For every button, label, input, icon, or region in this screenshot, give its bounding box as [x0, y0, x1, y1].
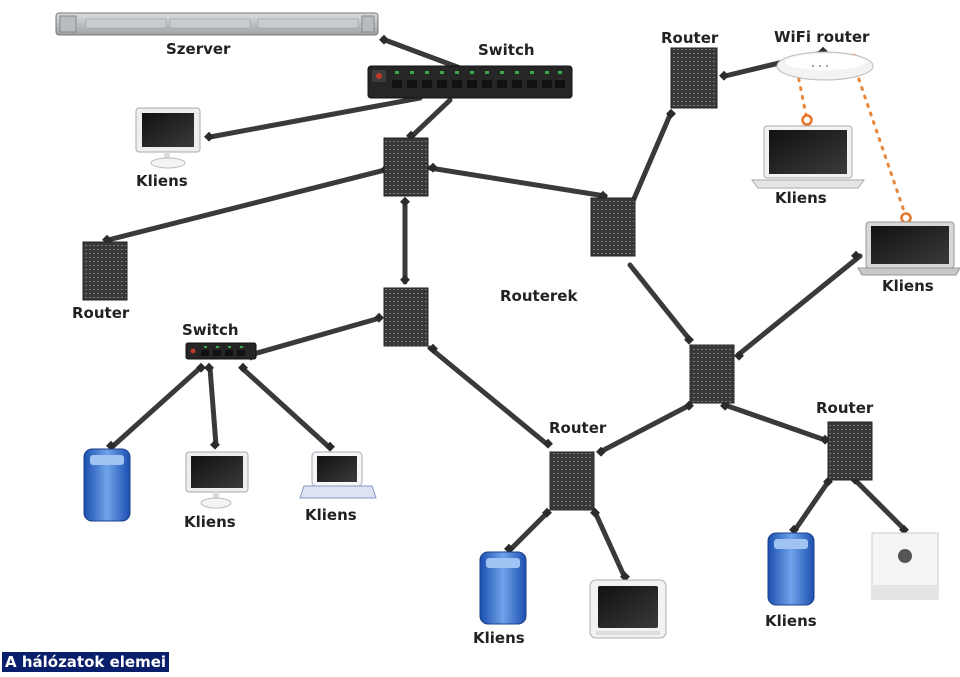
router-hub-icon [689, 344, 735, 404]
router-left-icon [82, 241, 128, 301]
link-switch-imac-left [207, 365, 219, 448]
router-left-label: Router [72, 304, 130, 322]
router-bottom-right-icon [827, 421, 873, 481]
laptop-wifi-2-icon [857, 221, 960, 276]
kliens-g4-right-label: Kliens [765, 612, 817, 630]
switch-left-label: Switch [182, 321, 239, 339]
switch-left-icon [185, 342, 257, 360]
link-router-mid-router-hub [627, 262, 693, 343]
link-switch-g4 [109, 365, 203, 450]
powermac-right-icon [767, 532, 815, 606]
router-mid-icon [590, 197, 636, 257]
router-bottom-mid-label: Router [549, 419, 607, 437]
caption: A hálózatok elemei [2, 652, 170, 672]
links [105, 37, 908, 581]
link-hub-laptop2 [735, 253, 863, 358]
server-icon [55, 12, 379, 36]
link-switch-core [407, 97, 453, 141]
router-top-icon [670, 47, 718, 109]
routerek-label: Routerek [500, 287, 578, 305]
g4-cube-icon [871, 532, 939, 600]
laptop-wifi-1-icon [751, 125, 865, 189]
wifi-router-label: WiFi router [774, 28, 870, 46]
kliens-g4-mid-label: Kliens [473, 629, 525, 647]
emac-icon [589, 579, 667, 639]
imac-left-icon [185, 451, 249, 509]
router-top-label: Router [661, 29, 719, 47]
server-label: Szerver [166, 40, 231, 58]
kliens-laptop-wifi-1-label: Kliens [775, 189, 827, 207]
kliens-imac-top-label: Kliens [136, 172, 188, 190]
router-bottom-right-label: Router [816, 399, 874, 417]
link-core-router-left [105, 167, 388, 243]
kliens-ibook-left-label: Kliens [305, 506, 357, 524]
switch-top-label: Switch [478, 41, 535, 59]
link-router-low-router-bm [427, 345, 551, 448]
kliens-laptop-wifi-2-label: Kliens [882, 277, 934, 295]
link-server-switch [382, 37, 463, 71]
ibook-left-icon [299, 451, 377, 499]
switch-top-icon [367, 65, 573, 99]
router-bottom-mid-icon [549, 451, 595, 511]
powermac-left-icon [83, 448, 131, 522]
link-core-router-mid [427, 165, 608, 199]
router-low-icon [383, 287, 429, 347]
kliens-imac-left-label: Kliens [184, 513, 236, 531]
link-switch-ibook [239, 365, 333, 451]
link-router-low-switch [247, 315, 383, 358]
link-switch-imac-top [207, 95, 423, 140]
link-router-br-cube [852, 477, 908, 533]
wifi-router-icon [776, 51, 874, 81]
link-hub-router-br [722, 402, 828, 443]
imac-top-icon [135, 107, 201, 169]
router-core-icon [383, 137, 429, 197]
link-router-bm-emac [592, 509, 628, 581]
link-router-br-g4 [792, 479, 831, 533]
link-router-bm-g4 [507, 509, 551, 553]
link-hub-router-bm [597, 402, 693, 455]
powermac-mid-icon [479, 551, 527, 625]
